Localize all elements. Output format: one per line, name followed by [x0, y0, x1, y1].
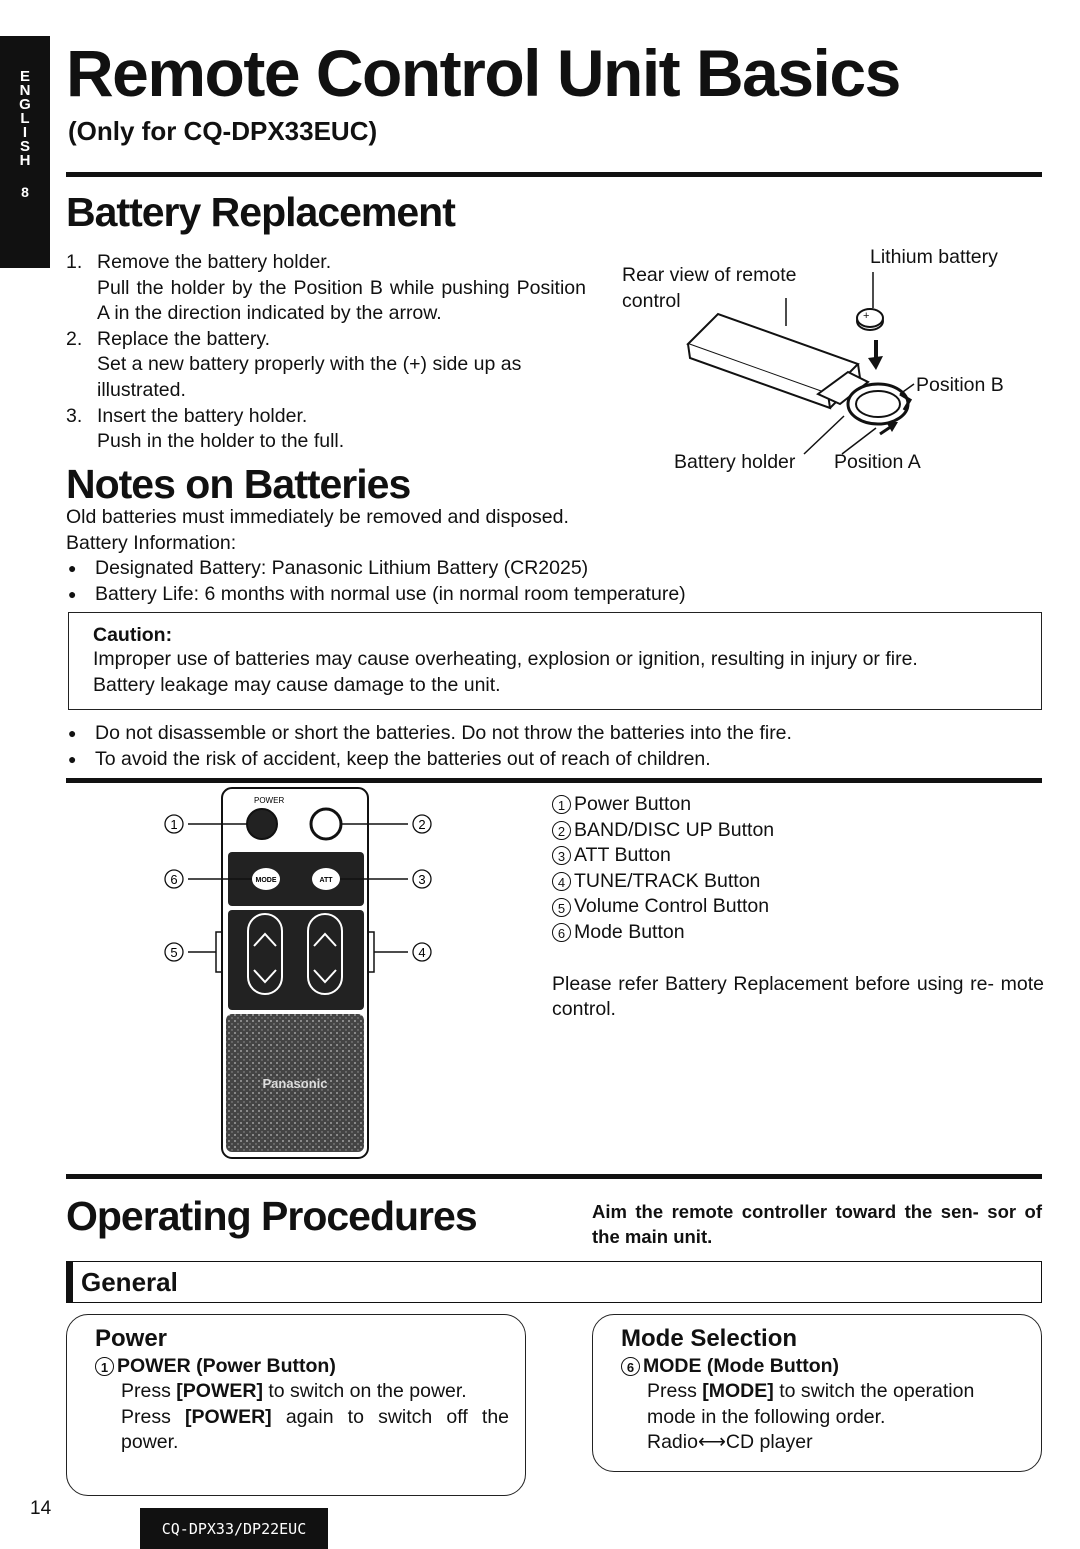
caution-box: Caution: Improper use of batteries may c… [68, 612, 1042, 710]
remote-button-legend: 1 Power Button 2 BAND/DISC UP Button 3 A… [552, 792, 1052, 1023]
number-circle: 4 [552, 872, 571, 892]
mode-card-body: Press [MODE] to switch the operation mod… [647, 1379, 1027, 1456]
number-circle: 6 [621, 1357, 640, 1376]
number-circle: 3 [552, 846, 571, 866]
number-circle: 1 [95, 1357, 114, 1376]
aim-instruction: Aim the remote controller toward the sen… [592, 1201, 1042, 1247]
battery-replacement-heading: Battery Replacement [66, 189, 456, 235]
remote-note: Please refer Battery Replacement before … [552, 972, 1044, 1021]
remote-rear-illustration [686, 272, 915, 455]
mode-selection-card: Mode Selection 6 MODE (Mode Button) Pres… [592, 1314, 1042, 1472]
list-item: 4 TUNE/TRACK Button [552, 869, 1052, 895]
remote-control-drawing: 1 2 6 3 5 4 POWER MODE ATT Panasonic [164, 787, 432, 1159]
bullet-icon: ● [68, 750, 77, 767]
number-circle: 2 [552, 820, 571, 840]
page-subtitle: (Only for CQ-DPX33EUC) [68, 116, 378, 146]
general-subheading-box: General [66, 1261, 1042, 1303]
power-card: Power 1 POWER (Power Button) Press [POWE… [66, 1314, 526, 1496]
remote-control-illustration: 1 2 6 3 5 4 POWER MODE ATT Panasonic [150, 786, 440, 1166]
power-card-subtitle: 1 POWER (Power Button) [95, 1355, 336, 1378]
page-number: 14 [30, 1498, 52, 1519]
number-circle: 6 [552, 923, 571, 943]
section-page-number: 8 [21, 184, 29, 200]
battery-replacement-illustration: Rear view of remote control Lithium batt… [618, 244, 1038, 484]
battery-step: 1. Remove the battery holder. Pull the h… [66, 251, 586, 325]
page-title: Remote Control Unit Basics [66, 36, 901, 110]
model-badge: CQ-DPX33/DP22EUC [140, 1508, 328, 1549]
svg-text:3: 3 [418, 872, 425, 887]
bullet-icon: ● [68, 725, 77, 741]
language-tab: E N G L I S H 8 [0, 36, 50, 268]
callout-5: 5 [164, 942, 184, 962]
notes-on-batteries-heading: Notes on Batteries [66, 461, 411, 507]
callout-6: 6 [164, 869, 184, 889]
svg-text:1: 1 [170, 817, 177, 832]
list-item: 3 ATT Button [552, 843, 1052, 869]
brand-logo: Panasonic [262, 1076, 327, 1091]
mode-card-subtitle: 6 MODE (Mode Button) [621, 1355, 839, 1378]
list-item: 2 BAND/DISC UP Button [552, 818, 1052, 844]
notes-body: Old batteries must immediately be remove… [66, 505, 1046, 607]
list-item: 5 Volume Control Button [552, 894, 1052, 920]
list-item: ● To avoid the risk of accident, keep th… [66, 747, 1046, 773]
battery-steps: 1. Remove the battery holder. Pull the h… [66, 250, 586, 455]
list-item: 1 Power Button [552, 792, 1052, 818]
bullet-icon: ● [68, 560, 77, 577]
mode-sequence: Radio⟷CD player [647, 1431, 813, 1454]
caution-title: Caution: [93, 624, 173, 646]
list-item: ● Battery Life: 6 months with normal use… [66, 582, 1046, 608]
plus-mark: + [863, 310, 870, 322]
section-rule [66, 1174, 1042, 1179]
callout-1: 1 [164, 814, 184, 834]
mode-card-title: Mode Selection [621, 1325, 798, 1352]
power-label: POWER [254, 796, 284, 805]
subheading-bar [67, 1262, 73, 1302]
callout-4: 4 [412, 942, 432, 962]
svg-text:2: 2 [418, 817, 425, 832]
general-subheading: General [81, 1267, 178, 1297]
svg-text:6: 6 [170, 872, 177, 887]
power-card-body: Press [POWER] to switch on the power. Pr… [121, 1380, 510, 1454]
language-letters: E N G L I S H [19, 68, 31, 169]
list-item: ● Designated Battery: Panasonic Lithium … [66, 556, 1046, 582]
number-circle: 1 [552, 795, 571, 815]
operating-procedures-heading: Operating Procedures [66, 1193, 478, 1239]
battery-step: 2. Replace the battery. Set a new batter… [66, 327, 522, 401]
list-item: 6 Mode Button [552, 920, 1052, 946]
att-label: ATT [319, 877, 333, 884]
mode-label: MODE [256, 877, 277, 884]
callout-3: 3 [412, 869, 432, 889]
section-rule [66, 778, 1042, 783]
number-circle: 5 [552, 897, 571, 917]
svg-text:5: 5 [170, 945, 177, 960]
list-item: ● Do not disassemble or short the batter… [66, 721, 1046, 747]
header-rule [66, 172, 1042, 177]
battery-warnings: ● Do not disassemble or short the batter… [66, 721, 1046, 772]
bullet-icon: ● [68, 585, 77, 602]
power-card-title: Power [95, 1325, 168, 1352]
battery-step: 3. Insert the battery holder. Push in th… [66, 404, 345, 453]
svg-text:4: 4 [418, 945, 425, 960]
callout-2: 2 [412, 814, 432, 834]
